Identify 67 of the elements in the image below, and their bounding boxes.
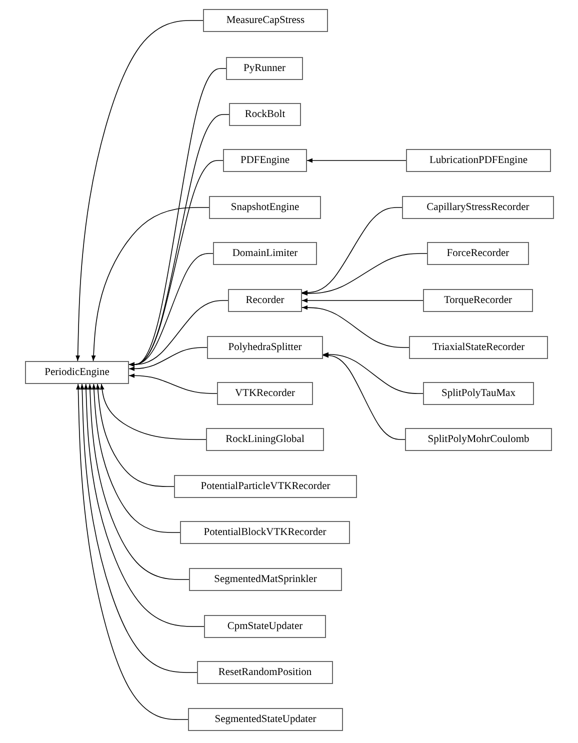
class-box [174,475,357,498]
inheritance-arrow [88,384,190,580]
class-box [427,242,529,265]
class-name: PeriodicEngine [44,367,110,378]
class-box [223,149,307,172]
inheritance-arrow [302,207,402,295]
class-box [189,568,342,591]
class-box [229,103,301,126]
class-name: PolyhedraSplitter [228,342,302,353]
class-name: CapillaryStressRecorder [426,202,530,213]
class-box [406,149,551,172]
class-box [207,336,323,359]
class-name: SplitPolyMohrCoulomb [428,434,530,445]
inheritance-arrow [306,158,406,163]
class-name: SegmentedStateUpdater [214,714,316,725]
inheritance-arrow [84,384,204,627]
class-name: PotentialParticleVTKRecorder [200,481,330,492]
inheritance-arrow [91,207,210,362]
inheritance-arrow [128,373,218,394]
inheritance-arrow [80,384,198,673]
class-name: CpmStateUpdater [227,621,303,632]
class-name: PDFEngine [240,155,290,166]
inheritance-arrow [96,384,174,487]
class-name: ResetRandomPosition [218,667,312,678]
class-name: TorqueRecorder [444,295,512,306]
class-name: VTKRecorder [234,388,296,399]
inheritance-arrow [128,300,228,367]
class-box [423,289,533,312]
class-box [209,196,321,219]
class-box [203,9,328,32]
class-name: PotentialBlockVTKRecorder [204,527,326,538]
inheritance-arrow [92,384,180,533]
class-name: DomainLimiter [232,248,298,259]
class-box [25,361,129,384]
class-box [402,196,554,219]
class-name: SnapshotEngine [230,202,300,213]
inheritance-arrow [302,305,410,348]
class-box [197,661,333,684]
class-name: LubricationPDFEngine [430,155,528,166]
inheritance-arrow [302,298,424,303]
inheritance-arrow [76,384,188,720]
inheritance-arrow [76,20,204,362]
class-box [217,382,313,405]
class-box [228,289,302,312]
class-name: PyRunner [244,63,286,74]
class-name: MeasureCapStress [226,15,305,26]
class-name: SegmentedMatSprinkler [214,574,317,585]
class-box [213,242,317,265]
class-box [204,615,326,638]
class-name: TriaxialStateRecorder [432,342,525,353]
class-name: ForceRecorder [446,248,510,259]
inheritance-arrow [100,384,206,440]
inheritance-arrow [302,253,428,296]
class-name: RockLiningGlobal [226,434,304,445]
inheritance-arrow [322,353,406,440]
class-name: SplitPolyTauMax [442,388,516,399]
class-name: RockBolt [244,109,286,120]
class-box [206,428,324,451]
class-box [423,382,534,405]
class-name: Recorder [246,295,284,306]
class-box [188,708,343,731]
inheritance-arrow [322,352,424,394]
class-box [180,521,350,544]
class-box [405,428,552,451]
class-box [409,336,548,359]
class-box [226,57,303,80]
inheritance-arrow [128,347,208,371]
